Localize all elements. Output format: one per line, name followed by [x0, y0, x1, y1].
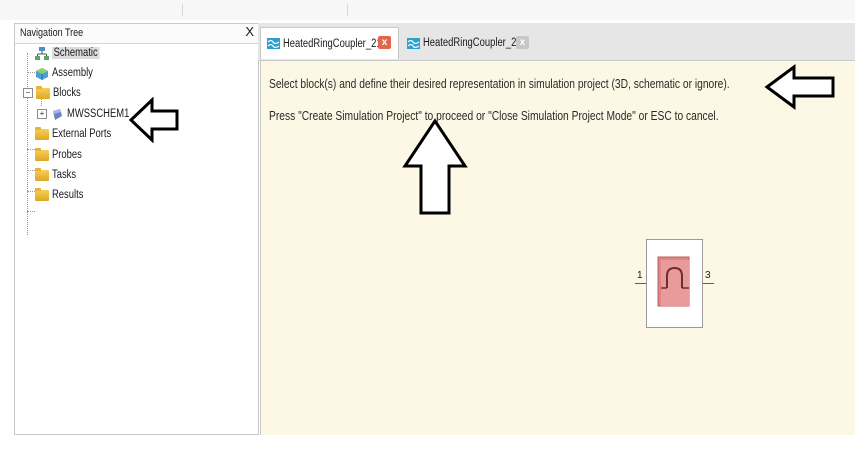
folder-icon [35, 126, 49, 141]
top-toolbar-strip [0, 0, 855, 20]
tree-item-label: Schematic [52, 47, 100, 59]
close-icon[interactable]: x [516, 36, 529, 49]
tree-guide [27, 191, 35, 192]
close-icon[interactable]: x [378, 36, 391, 49]
tab-bar: HeatedRingCoupler_21 x HeatedRingCoupler… [258, 23, 855, 61]
tree-item-label: Blocks [53, 87, 81, 99]
tab-label: HeatedRingCoupler_2* [423, 37, 520, 49]
instruction-create-project: Press "Create Simulation Project" to pro… [269, 108, 719, 123]
instruction-select-blocks: Select block(s) and define their desired… [269, 76, 730, 91]
tree-item-results[interactable]: Results [35, 186, 90, 204]
navigation-tree-header: Navigation Tree X [15, 24, 258, 44]
tree-item-schematic[interactable]: Schematic [35, 44, 110, 62]
simulation-project-view: Select block(s) and define their desired… [260, 61, 855, 435]
tree-item-mwsschem1[interactable]: + MWSSCHEM1 [37, 105, 143, 123]
tree-item-label: Results [52, 189, 84, 201]
tree-item-label: Assembly [52, 67, 93, 79]
navigation-tree-panel: Navigation Tree X Schematic Assembly − B… [14, 23, 259, 435]
tree-guide [27, 211, 35, 212]
folder-icon [35, 147, 49, 162]
bottom-margin [0, 435, 855, 467]
tab-label: HeatedRingCoupler_21 [283, 37, 382, 50]
tree-item-label: Tasks [52, 169, 77, 181]
folder-icon [36, 85, 50, 100]
tree-item-label: Probes [52, 149, 82, 161]
tree-item-label: MWSSCHEM1 [67, 108, 130, 120]
tree-item-assembly[interactable]: Assembly [35, 64, 102, 82]
tree-item-label: External Ports [52, 128, 112, 140]
arrow-left-annotation [764, 64, 835, 110]
ring-block-graphic [657, 256, 690, 307]
assembly-icon [35, 67, 49, 80]
navigation-tree-title: Navigation Tree [20, 27, 84, 39]
port-label-3: 3 [705, 270, 711, 281]
tree-item-tasks[interactable]: Tasks [35, 166, 81, 184]
port-line-1 [635, 283, 646, 284]
port-line-3 [703, 283, 714, 284]
tree-item-external-ports[interactable]: External Ports [35, 125, 124, 143]
tab-heatedringcoupler-2[interactable]: HeatedRingCoupler_2* x [401, 27, 541, 59]
tree-item-blocks[interactable]: − Blocks [23, 84, 87, 102]
tree-guide [41, 96, 42, 106]
tree-guide [27, 72, 35, 73]
arrow-up-annotation [402, 118, 468, 215]
schematic-icon [35, 46, 49, 60]
tree-item-probes[interactable]: Probes [35, 146, 88, 164]
tree-guide [27, 149, 35, 150]
close-icon[interactable]: X [245, 24, 254, 39]
folder-icon [35, 187, 49, 202]
collapse-icon[interactable]: − [23, 88, 33, 98]
arrow-left-annotation [128, 97, 179, 143]
toolbar-separator [182, 4, 183, 16]
port-label-1: 1 [637, 270, 643, 281]
schematic-block[interactable] [646, 239, 703, 328]
project-icon [267, 38, 280, 49]
tree-guide [27, 170, 35, 171]
project-icon [407, 37, 420, 49]
folder-icon [35, 167, 49, 182]
toolbar-separator [347, 4, 348, 16]
block-icon [50, 108, 64, 121]
tree-guide [27, 53, 28, 235]
tab-heatedringcoupler-21[interactable]: HeatedRingCoupler_21 x [260, 27, 399, 59]
expand-icon[interactable]: + [37, 109, 47, 119]
